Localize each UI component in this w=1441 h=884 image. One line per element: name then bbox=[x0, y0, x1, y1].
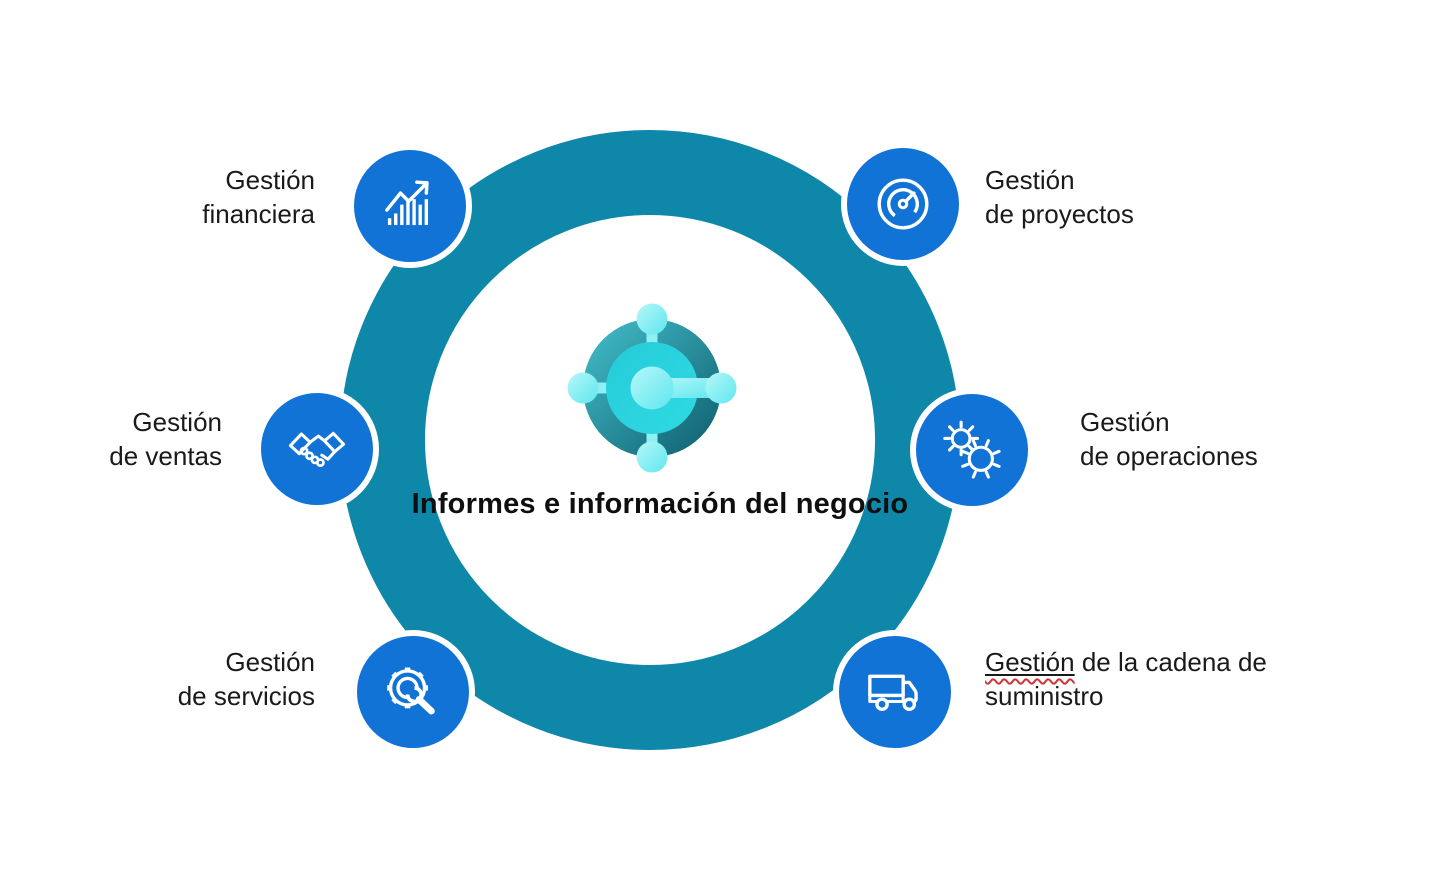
business-central-logo bbox=[567, 303, 737, 473]
label-gestion-financiera: Gestión financiera bbox=[55, 163, 315, 231]
label-word-gestion: Gestión bbox=[985, 647, 1075, 677]
label-line: de ventas bbox=[109, 441, 222, 471]
label-line: Gestión bbox=[225, 647, 315, 677]
label-line: Gestión de la cadena de bbox=[985, 645, 1297, 679]
node-gestion-servicios[interactable] bbox=[351, 630, 475, 754]
label-gestion-cadena-suministro: Gestión de la cadena de suministro bbox=[985, 645, 1297, 713]
node-gestion-operaciones[interactable] bbox=[910, 388, 1034, 512]
label-line: de operaciones bbox=[1080, 441, 1258, 471]
label-gestion-ventas: Gestión de ventas bbox=[22, 405, 222, 473]
node-gestion-ventas[interactable] bbox=[255, 387, 379, 511]
center-title-line2: información del negocio bbox=[568, 488, 909, 520]
node-gestion-proyectos[interactable] bbox=[841, 142, 965, 266]
center-title-line1: Informes e bbox=[411, 488, 561, 520]
label-line: financiera bbox=[202, 199, 315, 229]
gauge-icon bbox=[877, 178, 929, 230]
node-gestion-cadena-suministro[interactable] bbox=[833, 630, 957, 754]
label-line: de servicios bbox=[177, 681, 315, 711]
label-gestion-servicios: Gestión de servicios bbox=[55, 645, 315, 713]
label-line: Gestión bbox=[132, 407, 222, 437]
handshake-icon bbox=[288, 431, 346, 468]
gears-icon bbox=[943, 420, 1001, 479]
center-title: Informes e información del negocio bbox=[400, 484, 920, 524]
label-line: suministro bbox=[985, 681, 1104, 711]
label-line: de proyectos bbox=[985, 199, 1134, 229]
label-line: Gestión bbox=[1080, 407, 1170, 437]
truck-icon bbox=[868, 674, 918, 712]
label-line: Gestión bbox=[985, 165, 1075, 195]
gear-wrench-icon bbox=[387, 667, 435, 715]
misspelled-word-underline: Gestión bbox=[985, 647, 1075, 677]
label-gestion-operaciones: Gestión de operaciones bbox=[1080, 405, 1380, 473]
label-line-rest: de la cadena de bbox=[1074, 647, 1267, 677]
growth-chart-icon bbox=[385, 180, 429, 226]
label-line: Gestión bbox=[225, 165, 315, 195]
label-gestion-proyectos: Gestión de proyectos bbox=[985, 163, 1275, 231]
node-gestion-financiera[interactable] bbox=[348, 144, 472, 268]
